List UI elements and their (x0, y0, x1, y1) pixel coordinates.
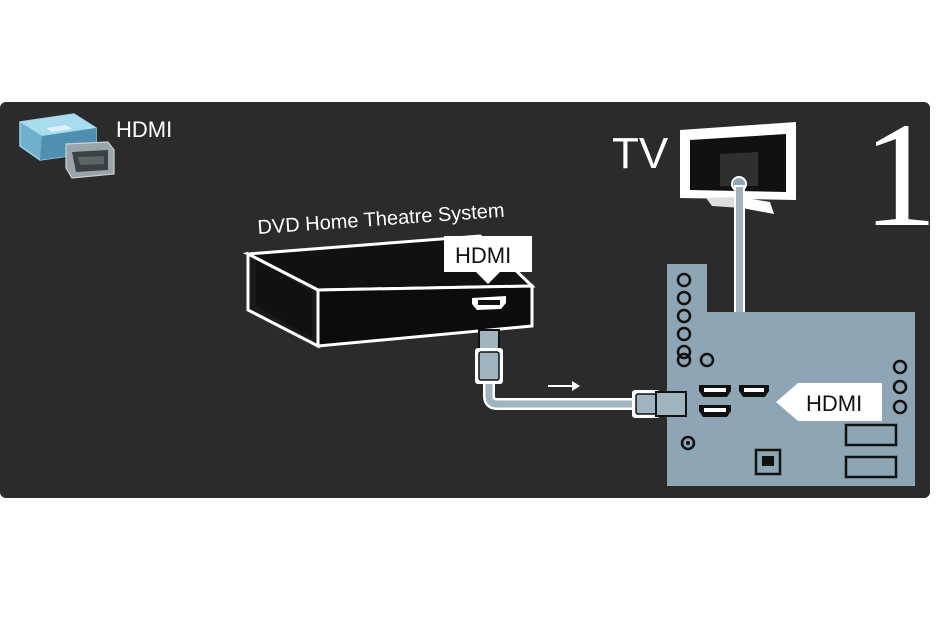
device-label: DVD Home Theatre System (257, 200, 505, 239)
tv-connection-panel (667, 264, 915, 486)
diagram-panel: HDMI 1 TV (0, 102, 930, 498)
device-port-label: HDMI (455, 243, 511, 268)
arrow-right-icon (548, 381, 580, 391)
tv-port-label: HDMI (806, 391, 862, 416)
connection-diagram: HDMI 1 TV (0, 102, 930, 498)
connector-title: HDMI (116, 117, 172, 142)
step-number: 1 (863, 102, 931, 258)
hdmi-cable (475, 330, 686, 418)
tv-label: TV (612, 129, 669, 178)
tv-cable (735, 186, 744, 316)
hdmi-plug-icon (20, 114, 114, 178)
